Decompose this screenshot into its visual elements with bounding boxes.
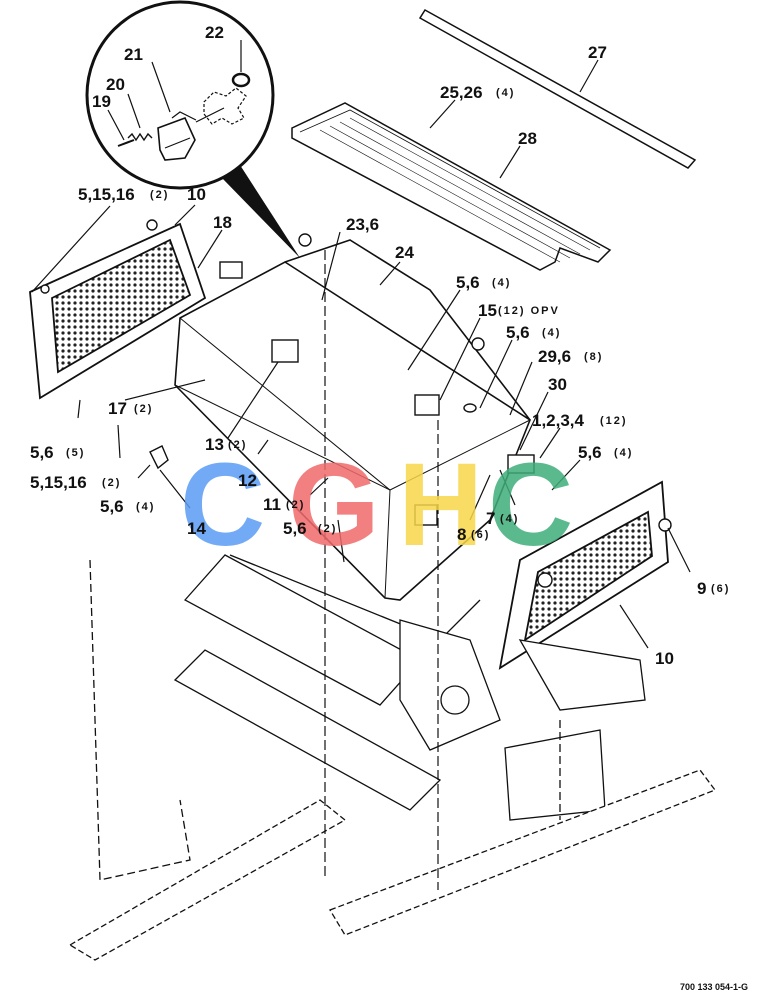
part-10-left-screen xyxy=(29,222,207,400)
callout-5-6-a-qty: (4) xyxy=(492,277,511,289)
callout-5-6-e-qty: (4) xyxy=(136,501,155,513)
callout-5-15-16-bot-qty: (2) xyxy=(102,477,121,489)
callout-11-qty: (2) xyxy=(286,499,305,511)
callout-labels: 22 21 20 19 27 25,26 (4) 28 5,15,16 (2) … xyxy=(30,23,748,992)
watermark-letter-c2: C xyxy=(488,439,573,571)
callout-27: 27 xyxy=(588,43,607,62)
watermark-letter-c1: C xyxy=(180,439,265,571)
callout-5-15-16-top-qty: (2) xyxy=(150,189,169,201)
callout-18: 18 xyxy=(213,213,232,232)
callout-8-qty: (6) xyxy=(471,529,490,541)
callout-25-26: 25,26 xyxy=(440,83,483,102)
callout-5-6-d-qty: (4) xyxy=(614,447,633,459)
watermark-logo: C G H C xyxy=(180,439,573,571)
callout-5-6-f-qty: (2) xyxy=(318,523,337,535)
callout-7: 7 xyxy=(486,509,495,528)
callout-10-top: 10 xyxy=(187,185,206,204)
callout-5-6-f: 5,6 xyxy=(283,519,307,538)
callout-20: 20 xyxy=(106,75,125,94)
callout-5-6-c-qty: (5) xyxy=(66,447,85,459)
watermark-letter-g: G xyxy=(288,439,380,571)
callout-13-qty: (2) xyxy=(228,439,247,451)
callout-11: 11 xyxy=(263,495,281,514)
part-28-top-cover xyxy=(291,102,612,271)
callout-5-6-b-qty: (4) xyxy=(542,327,561,339)
callout-24: 24 xyxy=(395,243,414,262)
detail-pointer xyxy=(222,165,300,258)
detail-view-circle xyxy=(85,0,275,190)
callout-9-qty: (6) xyxy=(711,583,730,595)
callout-23-6: 23,6 xyxy=(346,215,379,234)
callout-9: 9 xyxy=(697,579,706,598)
callout-7-qty: (4) xyxy=(500,513,519,525)
callout-5-15-16-top: 5,15,16 xyxy=(78,185,135,204)
callout-5-15-16-bot: 5,15,16 xyxy=(30,473,87,492)
callout-12: 12 xyxy=(238,471,257,490)
watermark-letter-h: H xyxy=(398,439,483,571)
callout-17: 17 xyxy=(108,399,127,418)
callout-22: 22 xyxy=(205,23,224,42)
callout-10-bot: 10 xyxy=(655,649,674,668)
callout-17-qty: (2) xyxy=(134,403,153,415)
lower-frame xyxy=(68,554,717,961)
callout-5-6-b: 5,6 xyxy=(506,323,530,342)
callout-21: 21 xyxy=(124,45,143,64)
callout-19: 19 xyxy=(92,92,111,111)
part-10-right-screen xyxy=(498,480,669,670)
callout-1-2-3-4: 1,2,3,4 xyxy=(532,411,585,430)
drawing-reference-number: 700 133 054-1-G xyxy=(680,982,748,992)
callout-8: 8 xyxy=(457,525,466,544)
callout-5-6-a: 5,6 xyxy=(456,273,480,292)
callout-25-26-qty: (4) xyxy=(496,87,515,99)
callout-5-6-d: 5,6 xyxy=(578,443,602,462)
callout-1-2-3-4-qty: (12) xyxy=(600,415,628,427)
hardware xyxy=(40,219,672,588)
callout-13: 13 xyxy=(205,435,224,454)
part-24-hood xyxy=(174,239,531,601)
callout-30: 30 xyxy=(548,375,567,394)
part-27-strip xyxy=(418,8,697,169)
callout-29-6: 29,6 xyxy=(538,347,571,366)
callout-29-6-qty: (8) xyxy=(584,351,603,363)
callout-15: 15 xyxy=(478,301,497,320)
callout-28: 28 xyxy=(518,129,537,148)
callout-14: 14 xyxy=(187,519,206,538)
callout-5-6-c: 5,6 xyxy=(30,443,54,462)
leader-lines xyxy=(31,40,691,890)
callout-15-qty: (12) OPV xyxy=(498,305,560,317)
callout-5-6-e: 5,6 xyxy=(100,497,124,516)
